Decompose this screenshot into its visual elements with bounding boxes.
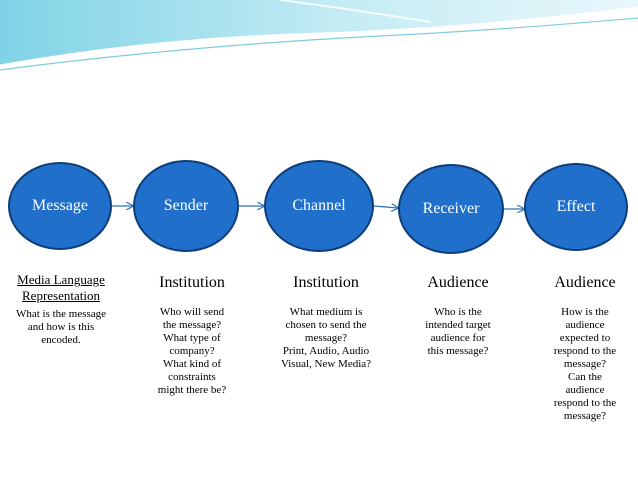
column-channel-heading: Institution xyxy=(293,274,359,291)
column-channel-description: What medium is chosen to send the messag… xyxy=(280,306,372,370)
column-sender: Institution Who will send the message? W… xyxy=(136,274,248,397)
header-wave-banner xyxy=(0,0,638,71)
node-channel: Channel xyxy=(264,160,374,252)
column-receiver-description: Who is the intended target audience for … xyxy=(425,306,491,357)
column-message: Media Language Representation What is th… xyxy=(2,272,120,347)
node-receiver-label: Receiver xyxy=(422,200,480,217)
column-effect: Audience How is the audience expected to… xyxy=(538,274,632,423)
node-sender: Sender xyxy=(133,160,239,252)
column-receiver-heading: Audience xyxy=(427,274,489,291)
column-message-description: What is the message and how is this enco… xyxy=(15,308,107,346)
node-effect-label: Effect xyxy=(556,198,596,215)
arrow-channel-to-receiver xyxy=(373,206,398,208)
column-effect-description: How is the audience expected to respond … xyxy=(553,306,617,422)
column-message-heading: Media Language Representation xyxy=(17,272,105,303)
node-receiver: Receiver xyxy=(398,164,504,254)
column-receiver: Audience Who is the intended target audi… xyxy=(402,274,514,358)
node-channel-label: Channel xyxy=(292,197,346,214)
node-message: Message xyxy=(8,162,112,250)
node-effect: Effect xyxy=(524,163,628,251)
column-sender-description: Who will send the message? What type of … xyxy=(157,306,227,396)
column-channel: Institution What medium is chosen to sen… xyxy=(266,274,386,371)
column-sender-heading: Institution xyxy=(159,274,225,291)
node-message-label: Message xyxy=(32,197,88,214)
node-sender-label: Sender xyxy=(163,197,209,214)
column-effect-heading: Audience xyxy=(554,274,616,291)
